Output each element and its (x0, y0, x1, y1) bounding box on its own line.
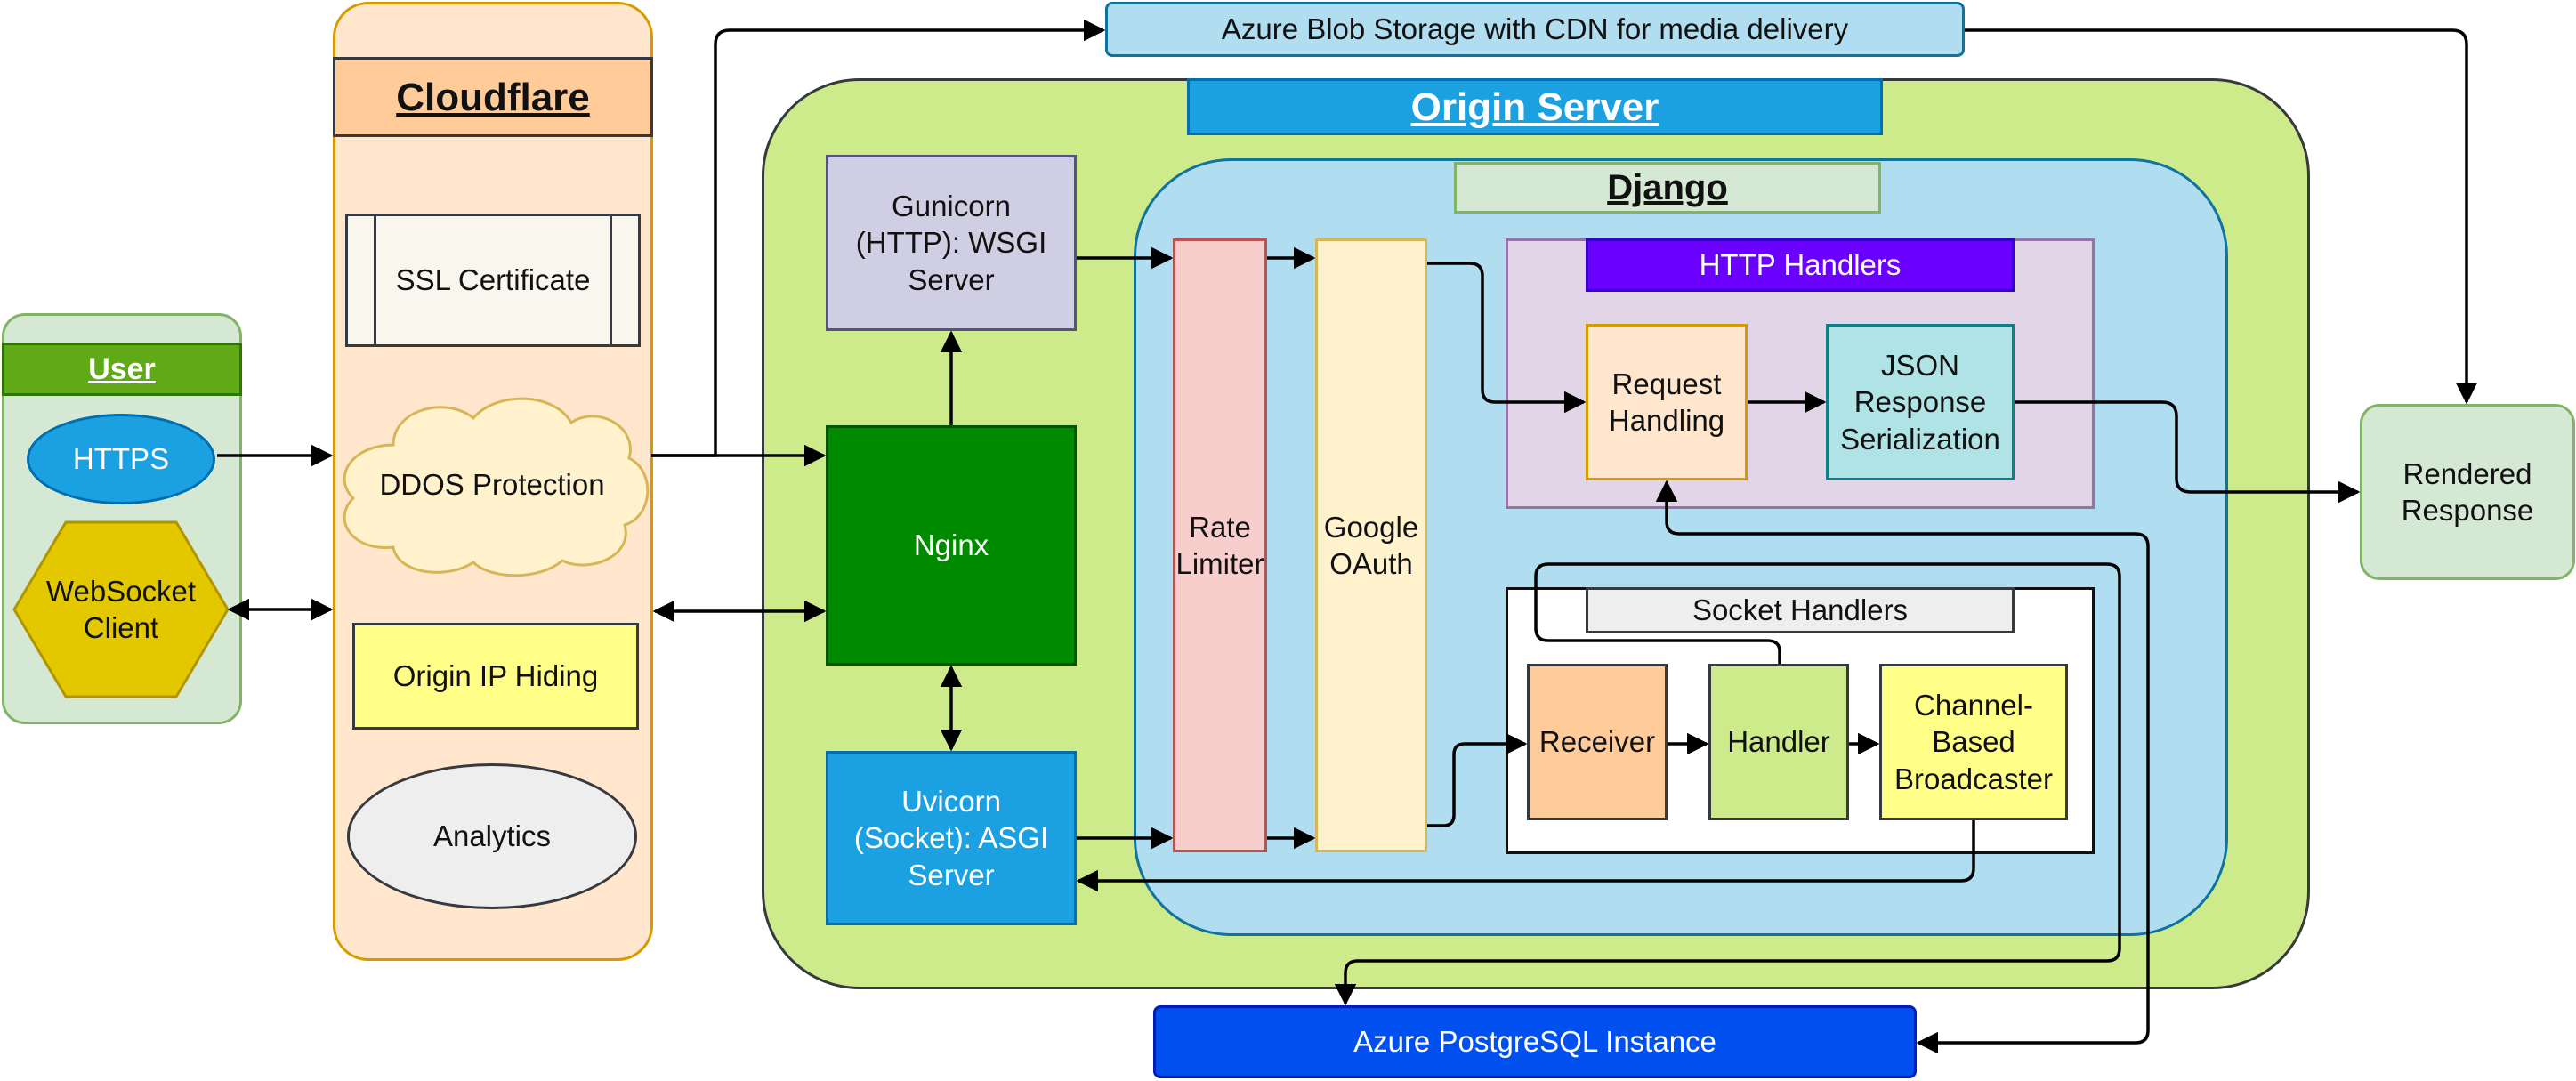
nginx-server[interactable]: Nginx (826, 425, 1077, 666)
arrow-blob-rendered (1965, 28, 2478, 405)
websocket-client-label: WebSocket Client (45, 574, 197, 644)
ssl-certificate[interactable]: SSL Certificate (345, 214, 641, 347)
origin-ip-hiding[interactable]: Origin IP Hiding (352, 623, 639, 730)
ddos-cloud[interactable] (331, 391, 653, 578)
ddos-label: DDOS Protection (379, 468, 605, 502)
json-serialization[interactable]: JSON Response Serialization (1826, 324, 2015, 480)
google-oauth[interactable]: Google OAuth (1315, 238, 1427, 852)
websocket-client-hexagon[interactable] (12, 520, 230, 698)
user-title: User (2, 343, 242, 396)
https-ellipse[interactable]: HTTPS (27, 414, 215, 504)
arrow-oauth-receiver (1427, 732, 1528, 827)
origin-server-title: Origin Server (1187, 78, 1883, 135)
analytics-ellipse[interactable]: Analytics (347, 763, 637, 909)
http-handlers-title: HTTP Handlers (1586, 238, 2015, 292)
django-title: Django (1454, 162, 1881, 214)
gunicorn-server[interactable]: Gunicorn (HTTP): WSGI Server (826, 155, 1077, 331)
rate-limiter[interactable]: Rate Limiter (1173, 238, 1267, 852)
arrow-handler-postgres (1334, 562, 2121, 1006)
receiver[interactable]: Receiver (1527, 664, 1668, 820)
ssl-left-bar (374, 214, 376, 347)
arrow-oauth-request (1427, 262, 1587, 414)
cloudflare-title: Cloudflare (333, 57, 653, 137)
arrow-json-rendered (2015, 400, 2361, 504)
arrow-request-postgres (1655, 480, 2150, 1054)
rendered-response[interactable]: Rendered Response (2360, 404, 2575, 580)
uvicorn-server[interactable]: Uvicorn (Socket): ASGI Server (826, 751, 1077, 925)
azure-blob-storage[interactable]: Azure Blob Storage with CDN for media de… (1105, 2, 1965, 57)
request-handling[interactable]: Request Handling (1586, 324, 1748, 480)
ssl-right-bar (610, 214, 612, 347)
arrow-ddos-blob (651, 19, 1106, 457)
arrow-broadcaster-uvicorn (1076, 820, 1975, 892)
